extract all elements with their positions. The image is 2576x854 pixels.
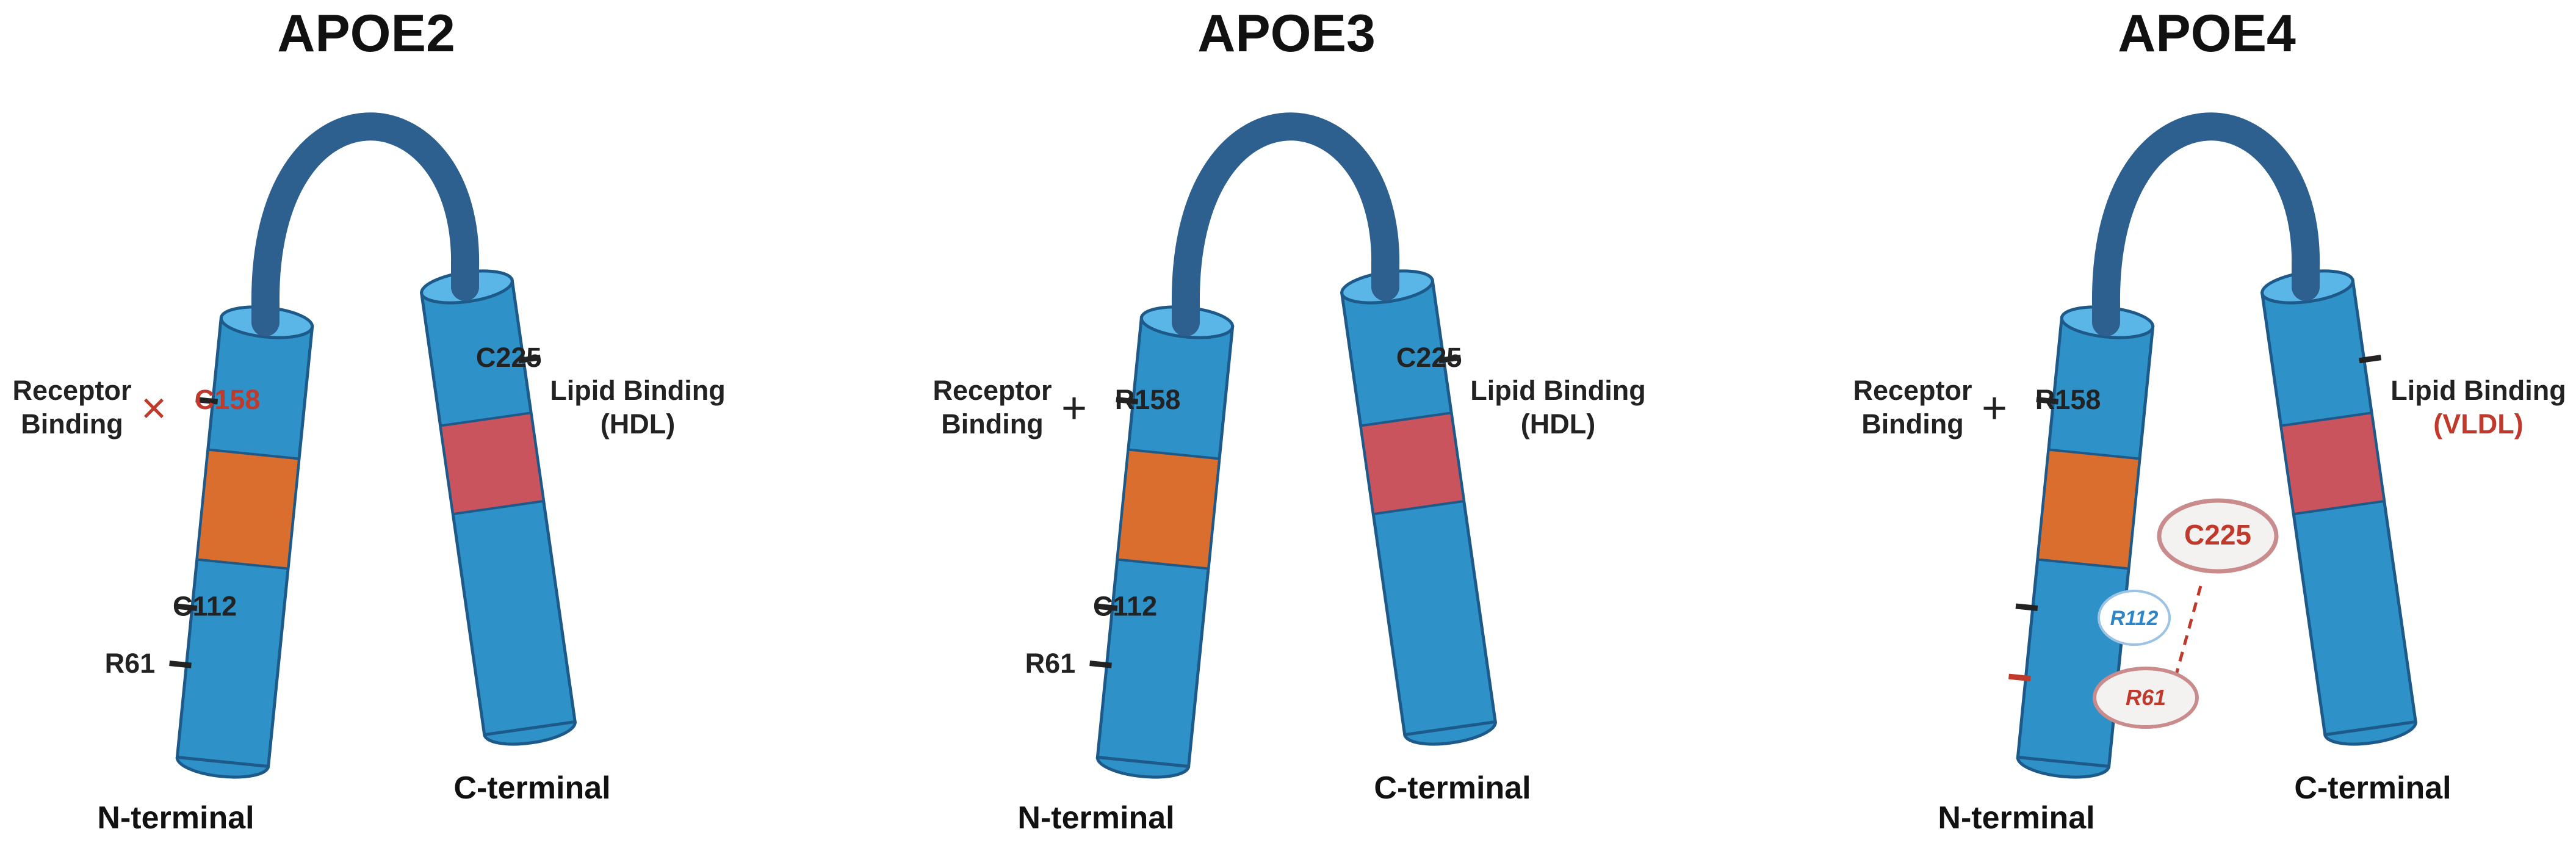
residue-225-label: C225 [1396, 342, 1462, 373]
receptor-label-line2: Binding [1861, 408, 1963, 440]
receptor-label-line1: Receptor [1853, 375, 1972, 406]
n-terminal-label: N-terminal [97, 800, 254, 836]
residue-61-label: R61 [105, 648, 156, 679]
salt-bridge-line [2174, 585, 2203, 675]
lipid-label-line1: Lipid Binding [2390, 375, 2566, 406]
c-terminal-helix [1340, 269, 1498, 746]
c-terminal-helix [2260, 269, 2418, 746]
residue-158-label: C158 [195, 384, 261, 415]
linker-loop [1171, 112, 1400, 319]
r112-bubble [2098, 590, 2171, 646]
lipid-label-line1: Lipid Binding [1470, 375, 1645, 406]
c-terminal-label: C-terminal [1374, 770, 1531, 806]
tick-225 [518, 355, 541, 364]
tick-225 [1438, 355, 1462, 364]
tick-61 [169, 660, 192, 668]
linker-loop [251, 112, 480, 319]
n-terminal-helix [2016, 305, 2155, 779]
linker-loop [2091, 112, 2320, 319]
residue-158-label: R158 [1115, 384, 1181, 415]
tick-112 [1095, 603, 1118, 612]
tick-158 [2036, 397, 2059, 405]
tick-112 [175, 603, 198, 612]
tick-61 [1089, 660, 1112, 668]
tick-158 [1116, 397, 1139, 405]
c-terminal-label: C-terminal [453, 770, 610, 806]
lipid-label-line2: (VLDL) [2433, 408, 2523, 440]
n-terminal-helix [175, 305, 314, 779]
tick-225 [2359, 355, 2382, 364]
panel-title: APOE4 [2118, 4, 2296, 63]
c225-bubble-label: C225 [2184, 519, 2251, 551]
lipid-binding-region [1359, 411, 1466, 516]
residue-61-label: R61 [1025, 648, 1076, 679]
n-terminal-label: N-terminal [1938, 800, 2094, 836]
receptor-label-line2: Binding [941, 408, 1043, 440]
tick-158 [195, 397, 218, 405]
receptor-symbol: × [141, 384, 167, 433]
receptor-label-line1: Receptor [12, 375, 131, 406]
panel-title: APOE3 [1197, 4, 1376, 63]
c225-bubble [2157, 498, 2279, 574]
receptor-label-line2: Binding [21, 408, 123, 440]
residue-112-label: C112 [1093, 590, 1157, 621]
c-terminal-helix [419, 269, 577, 746]
c-terminal-label: C-terminal [2294, 770, 2451, 806]
receptor-binding-region [2036, 448, 2141, 570]
n-terminal-label: N-terminal [1017, 800, 1174, 836]
panel-title: APOE2 [277, 4, 455, 63]
receptor-symbol: + [1061, 384, 1087, 433]
receptor-symbol: + [1982, 384, 2007, 433]
n-terminal-helix [1095, 305, 1235, 779]
residue-112-label: C112 [173, 590, 237, 621]
lipid-label-line2: (HDL) [601, 408, 675, 440]
receptor-label-line1: Receptor [933, 375, 1052, 406]
residue-225-label: C225 [476, 342, 542, 373]
residue-158-label: R158 [2035, 384, 2101, 415]
r61-bubble [2093, 667, 2199, 729]
tick-112 [2015, 603, 2038, 612]
r61-bubble-label: R61 [2126, 685, 2166, 710]
r112-bubble-label: R112 [2110, 607, 2159, 630]
lipid-binding-region [2279, 411, 2386, 516]
lipid-binding-region [439, 411, 546, 516]
lipid-label-line2: (HDL) [1521, 408, 1595, 440]
lipid-label-line1: Lipid Binding [550, 375, 725, 406]
receptor-binding-region [1116, 448, 1221, 570]
receptor-binding-region [195, 448, 301, 570]
tick-61 [2008, 673, 2031, 682]
